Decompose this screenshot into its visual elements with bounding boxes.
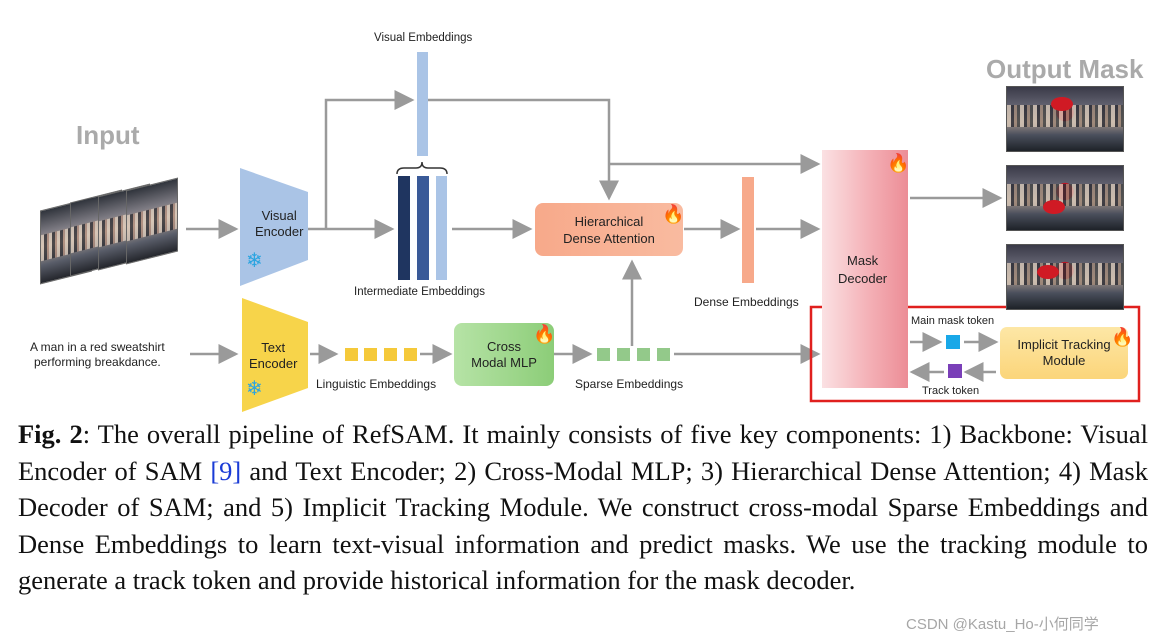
sparse-embeddings-label: Sparse Embeddings (575, 377, 684, 391)
intermediate-bracket (396, 161, 448, 175)
arrow-visual-embeddings-right (428, 98, 619, 201)
visual-embeddings-label: Visual Embeddings (374, 32, 473, 44)
visual-encoder-shape (240, 168, 308, 286)
text-encoder-label: Text Encoder (249, 340, 298, 371)
linguistic-square-4 (404, 348, 417, 361)
snowflake-icon: ❄ (246, 250, 263, 272)
linguistic-square-1 (345, 348, 358, 361)
flame-icon: 🔥 (887, 153, 910, 173)
hierarchical-dense-attention-box: Hierarchical Dense Attention (535, 203, 683, 256)
caption-text-a: : The overall pipeline of RefSAM. It mai… (18, 419, 1148, 486)
intermediate-bar-2 (417, 176, 429, 280)
flame-icon: 🔥 (662, 204, 685, 224)
dense-embeddings-bar (742, 177, 754, 283)
snowflake-icon: ❄ (246, 378, 263, 400)
sparse-square-2 (617, 348, 630, 361)
mask-decoder-label: Mask Decoder (838, 253, 888, 286)
input-frame-4 (126, 177, 178, 265)
caption-text-b: and Text Encoder; 2) Cross-Modal MLP; 3)… (18, 455, 1148, 596)
linguistic-square-3 (384, 348, 397, 361)
text-input: A man in a red sweatshirt performing bre… (30, 340, 165, 369)
watermark: CSDN @Kastu_Ho-小何同学 (906, 616, 1099, 633)
text-encoder-shape (242, 298, 308, 412)
intermediate-bar-3 (436, 176, 447, 280)
flame-icon: 🔥 (1111, 327, 1134, 347)
sparse-square-4 (657, 348, 670, 361)
arrow-encoder-to-visual-embeddings (324, 90, 415, 229)
flame-icon: 🔥 (533, 324, 556, 344)
linguistic-square-2 (364, 348, 377, 361)
diagram-connectors (186, 90, 1141, 403)
visual-encoder-label: Visual Encoder (255, 208, 304, 239)
output-frame-1 (1006, 86, 1124, 152)
linguistic-embeddings-label: Linguistic Embeddings (316, 377, 437, 391)
track-token-label: Track token (922, 385, 980, 397)
visual-embeddings-bar (417, 52, 428, 156)
citation-link[interactable]: [9] (210, 455, 242, 486)
dense-embeddings-label: Dense Embeddings (694, 295, 799, 309)
cross-modal-mlp-box: Cross Modal MLP (454, 323, 554, 386)
main-mask-token (946, 335, 960, 349)
input-title: Input (76, 120, 140, 150)
output-frame-3 (1006, 244, 1124, 310)
output-title: Output Mask (986, 54, 1144, 84)
sparse-square-1 (597, 348, 610, 361)
implicit-tracking-module-box: Implicit Tracking Module (1000, 327, 1128, 379)
sparse-square-3 (637, 348, 650, 361)
intermediate-bar-1 (398, 176, 410, 280)
main-mask-token-label: Main mask token (911, 315, 995, 327)
figure-caption: Fig. 2: The overall pipeline of RefSAM. … (18, 416, 1148, 599)
track-token (948, 364, 962, 378)
figure-label: Fig. 2 (18, 419, 83, 449)
mask-decoder-box (822, 150, 908, 388)
highlight-box (809, 305, 1141, 403)
intermediate-embeddings-label: Intermediate Embeddings (354, 286, 486, 298)
output-frame-2 (1006, 165, 1124, 231)
